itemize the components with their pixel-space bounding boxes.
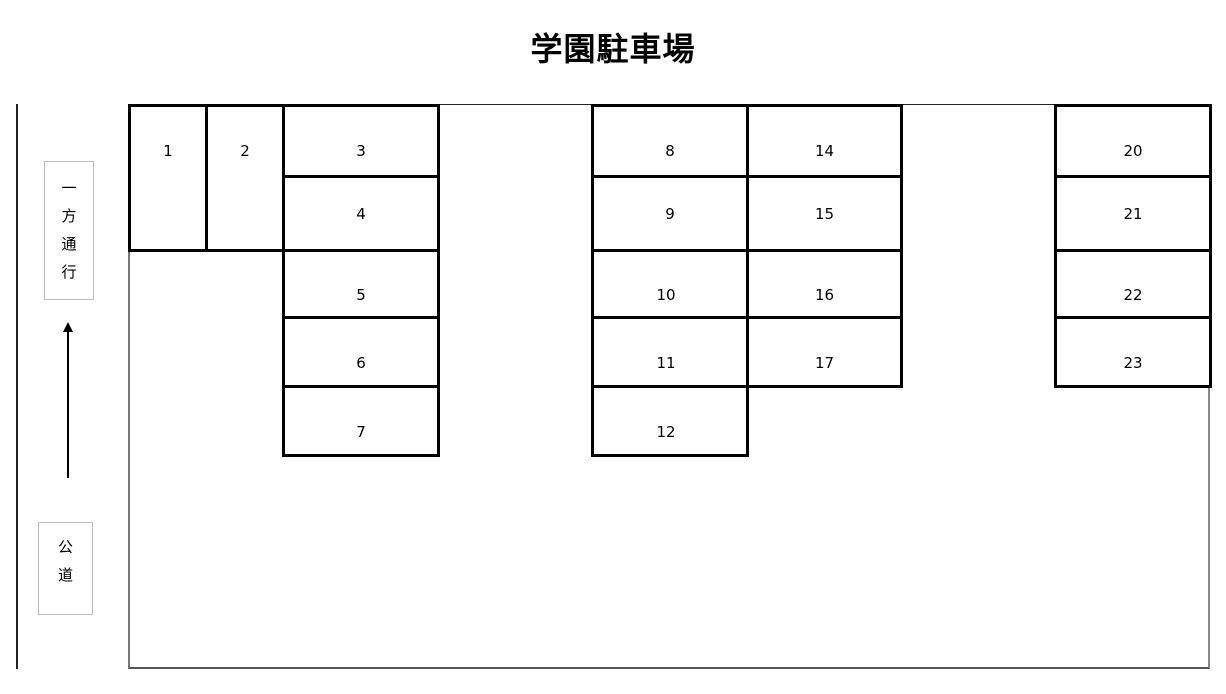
- sign-char: 道: [57, 566, 73, 584]
- parking-space-6: 6: [282, 316, 440, 388]
- parking-space-15: 15: [746, 175, 903, 252]
- space-number: 7: [356, 423, 366, 441]
- space-number: 3: [356, 142, 366, 160]
- parking-space-4: 4: [282, 175, 440, 252]
- space-number: 2: [240, 142, 250, 160]
- space-number: 4: [356, 205, 366, 223]
- sign-char: 方: [61, 207, 77, 225]
- parking-space-20: 20: [1054, 104, 1212, 178]
- space-number: 1: [163, 142, 173, 160]
- parking-space-16: 16: [746, 249, 903, 319]
- page-title: 学園駐車場: [530, 30, 696, 68]
- parking-space-17: 17: [746, 316, 903, 388]
- space-number: 21: [1123, 205, 1143, 223]
- space-number: 6: [356, 354, 366, 372]
- parking-space-23: 23: [1054, 316, 1212, 388]
- arrow-up-icon-shaft: [67, 330, 69, 478]
- sign-char: 通: [61, 235, 77, 253]
- space-number: 23: [1123, 354, 1143, 372]
- parking-space-2: 2: [205, 104, 285, 252]
- parking-space-10: 10: [591, 249, 749, 319]
- sign-char: 公: [57, 538, 73, 556]
- parking-space-11: 11: [591, 316, 749, 388]
- one-way-sign: 一 方 通 行: [44, 161, 94, 300]
- parking-space-3: 3: [282, 104, 440, 178]
- space-number: 9: [665, 205, 675, 223]
- space-number: 12: [656, 423, 676, 441]
- space-number: 10: [656, 286, 676, 304]
- parking-space-1: 1: [128, 104, 208, 252]
- space-number: 11: [656, 354, 676, 372]
- public-road-sign: 公 道: [38, 522, 93, 615]
- space-number: 17: [814, 354, 835, 372]
- space-number: 16: [814, 286, 835, 304]
- space-number: 22: [1123, 286, 1143, 304]
- sign-char: 行: [61, 263, 77, 281]
- parking-space-21: 21: [1054, 175, 1212, 252]
- parking-space-14: 14: [746, 104, 903, 178]
- space-number: 5: [356, 286, 366, 304]
- space-number: 14: [814, 142, 835, 160]
- parking-space-7: 7: [282, 385, 440, 457]
- arrow-up-icon: [63, 322, 73, 332]
- parking-space-12: 12: [591, 385, 749, 457]
- parking-space-22: 22: [1054, 249, 1212, 319]
- road-boundary-line: [16, 104, 18, 669]
- parking-space-5: 5: [282, 249, 440, 319]
- space-number: 20: [1123, 142, 1143, 160]
- parking-space-9: 9: [591, 175, 749, 252]
- parking-space-8: 8: [591, 104, 749, 178]
- space-number: 8: [665, 142, 675, 160]
- sign-char: 一: [61, 179, 77, 197]
- space-number: 15: [814, 205, 835, 223]
